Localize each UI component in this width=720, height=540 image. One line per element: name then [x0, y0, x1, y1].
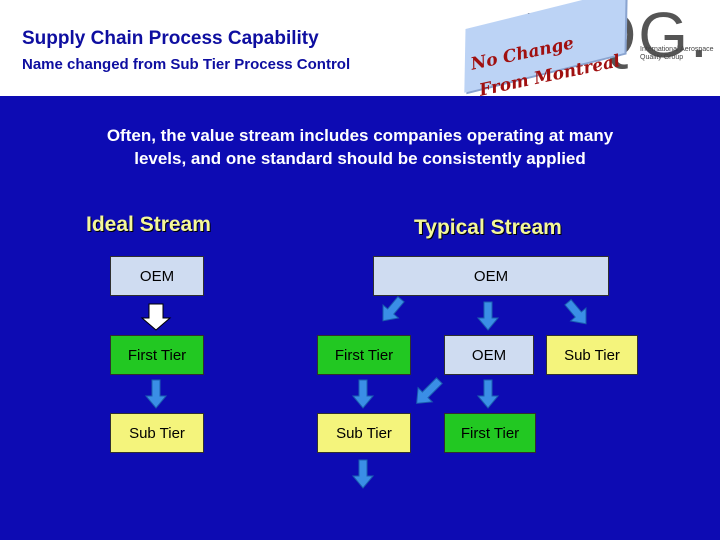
typical-arrow-first-sub-icon	[351, 379, 375, 409]
logo-caption-line1: International Aerospace	[640, 46, 714, 53]
typical-oem-second-box: OEM	[444, 335, 534, 375]
typical-arrow-oem-first-icon	[476, 379, 500, 409]
typical-first-tier-box: First Tier	[317, 335, 411, 375]
typical-arrow-bottom-icon	[351, 459, 375, 489]
logo-caption: International Aerospace Quality Group	[640, 46, 716, 62]
page-subtitle: Name changed from Sub Tier Process Contr…	[22, 56, 351, 73]
ideal-first-tier-box: First Tier	[110, 335, 204, 375]
typical-oem-box: OEM	[373, 256, 609, 296]
ideal-stream-heading: Ideal Stream	[86, 213, 211, 236]
typical-arrow-oem-sub-icon	[416, 377, 443, 404]
ideal-arrow-blue-icon	[144, 379, 168, 409]
typical-sub-tier-bottom-box: Sub Tier	[317, 413, 411, 453]
page-title: Supply Chain Process Capability	[22, 28, 319, 49]
ideal-arrow-down-icon	[140, 303, 172, 331]
ideal-sub-tier-box: Sub Tier	[110, 413, 204, 453]
typical-arrow-center-icon	[476, 301, 500, 331]
typical-first-tier-bottom-box: First Tier	[444, 413, 536, 453]
logo-caption-line2: Quality Group	[640, 54, 684, 61]
intro-text: Often, the value stream includes compani…	[20, 124, 700, 170]
typical-arrow-right-icon	[564, 298, 587, 325]
ideal-oem-box: OEM	[110, 256, 204, 296]
intro-line1: Often, the value stream includes compani…	[106, 126, 614, 145]
intro-line2: levels, and one standard should be consi…	[134, 149, 586, 168]
typical-arrow-left-icon	[382, 295, 405, 322]
typical-stream-heading: Typical Stream	[414, 216, 562, 239]
typical-sub-tier-box: Sub Tier	[546, 335, 638, 375]
